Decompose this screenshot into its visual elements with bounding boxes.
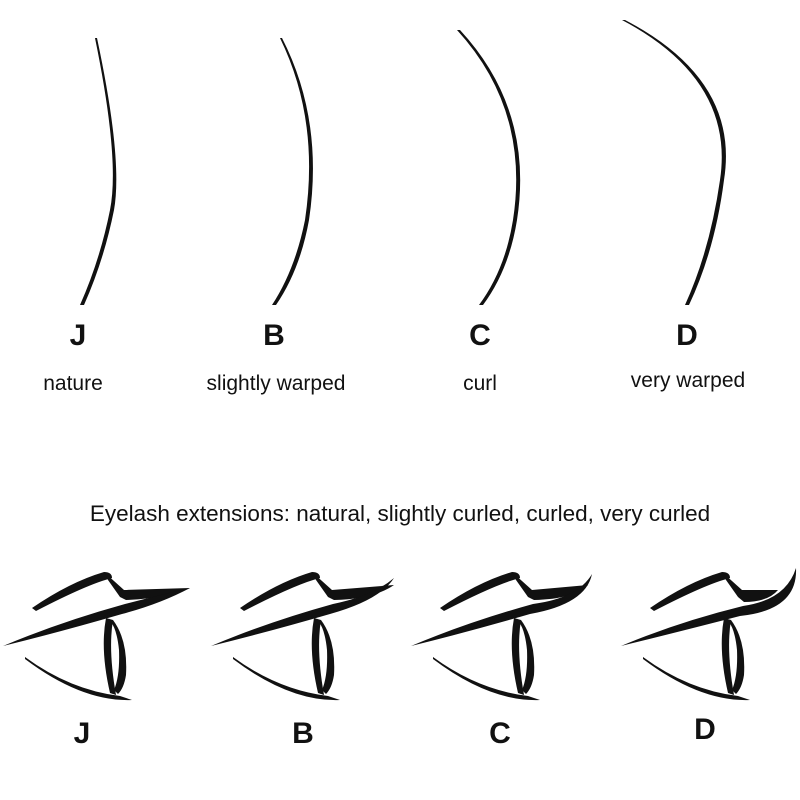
lash-strand-b [272,38,313,305]
eye-profile-j [3,572,190,701]
lash-strand-c [457,30,521,305]
curl-letter-d: D [676,319,698,352]
curl-description-b: slightly warped [206,372,346,395]
curl-description-j: nature [43,372,103,395]
eye-letter-b: B [292,717,314,750]
curl-letter-c: C [469,319,491,352]
eye-letter-d: D [694,713,716,746]
eye-letter-j: J [73,717,91,750]
lash-strand-d [622,20,726,305]
diagram-caption: Eyelash extensions: natural, slightly cu… [89,501,711,526]
eye-profile-d [621,568,797,701]
curl-description-c: curl [463,372,497,395]
lash-strand-j [80,38,117,305]
curl-description-d: very warped [630,369,746,392]
curl-letter-j: J [69,319,87,352]
eye-profile-c [411,572,592,701]
eye-profile-b [211,572,394,701]
curl-letter-b: B [263,319,285,352]
eye-letter-c: C [489,717,511,750]
